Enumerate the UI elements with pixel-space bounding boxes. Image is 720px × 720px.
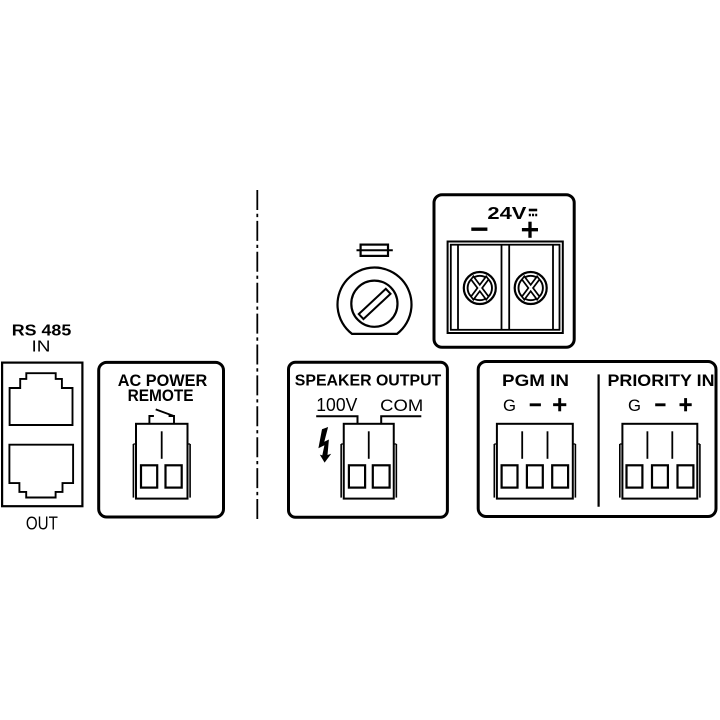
svg-text:AC POWER: AC POWER [118, 372, 208, 390]
svg-text:PRIORITY IN: PRIORITY IN [608, 371, 715, 390]
svg-text:RS 485: RS 485 [12, 322, 72, 339]
svg-text:REMOTE: REMOTE [128, 387, 194, 405]
svg-text:G: G [503, 396, 516, 415]
svg-text:OUT: OUT [26, 513, 58, 534]
svg-text:100V: 100V [316, 394, 358, 415]
svg-text:PGM IN: PGM IN [502, 371, 569, 390]
svg-text:SPEAKER OUTPUT: SPEAKER OUTPUT [295, 372, 442, 389]
svg-text:24V: 24V [487, 203, 526, 223]
svg-text:COM: COM [380, 396, 423, 415]
svg-text:G: G [628, 396, 641, 415]
svg-text:IN: IN [32, 339, 51, 356]
